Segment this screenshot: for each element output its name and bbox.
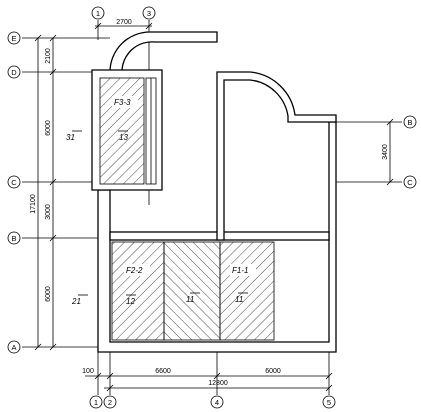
left-axis-markers: E D C B A bbox=[7, 31, 21, 354]
axis-marker-top-1 bbox=[91, 6, 105, 20]
axis-marker-a bbox=[7, 340, 21, 354]
right-axis-markers: B C bbox=[403, 115, 417, 189]
axis-marker-right-b bbox=[403, 115, 417, 129]
dim-left-1: 2100 bbox=[45, 48, 52, 64]
axis-label-bottom-1: 1 bbox=[94, 398, 98, 407]
axis-label-b: B bbox=[11, 234, 16, 243]
label-section-11b: 11 bbox=[235, 295, 243, 304]
zone-middle bbox=[163, 241, 221, 341]
label-section-21: 21 bbox=[71, 297, 81, 306]
axis-marker-c bbox=[7, 175, 21, 189]
label-f3-3: F3-3 bbox=[114, 98, 131, 107]
axis-label-d: D bbox=[11, 68, 17, 77]
axis-label-a: A bbox=[11, 343, 16, 352]
axis-marker-e bbox=[7, 31, 21, 45]
label-section-13: 13 bbox=[119, 133, 128, 142]
label-f1-1: F1-1 bbox=[232, 266, 248, 275]
axis-marker-top-3 bbox=[142, 6, 156, 20]
dim-bottom-total: 12800 bbox=[208, 380, 228, 387]
label-section-31: 31 bbox=[66, 133, 75, 142]
axis-label-top-3: 3 bbox=[147, 9, 151, 18]
dim-left-total: 17100 bbox=[30, 194, 37, 214]
axis-label-bottom-2: 2 bbox=[108, 398, 112, 407]
bottom-axis-markers: 1 2 4 5 bbox=[89, 395, 336, 409]
label-f2-2: F2-2 bbox=[126, 266, 143, 275]
axis-label-c: C bbox=[11, 178, 17, 187]
dim-left-2: 6000 bbox=[45, 120, 52, 136]
axis-marker-right-c bbox=[403, 175, 417, 189]
axis-marker-bottom-4 bbox=[210, 395, 224, 409]
dim-top-width: 2700 bbox=[116, 19, 132, 26]
right-arc-wall bbox=[216, 71, 337, 241]
dim-bottom-1: 6600 bbox=[155, 368, 171, 375]
axis-marker-bottom-1 bbox=[89, 395, 103, 409]
axis-label-right-c: C bbox=[407, 178, 413, 187]
axis-label-bottom-4: 4 bbox=[215, 398, 219, 407]
top-axis-markers: 1 3 bbox=[91, 6, 156, 20]
zone-labels: F3-3 13 31 F2-2 F1-1 12 11 11 21 bbox=[66, 96, 256, 306]
dim-bottom-2: 6000 bbox=[265, 368, 281, 375]
axis-label-top-1: 1 bbox=[96, 9, 100, 18]
label-section-12: 12 bbox=[126, 297, 135, 306]
label-section-11a: 11 bbox=[186, 295, 194, 304]
dim-left-3: 3000 bbox=[45, 204, 52, 220]
dim-right: 3400 bbox=[382, 144, 389, 160]
hatched-zones bbox=[99, 77, 275, 341]
dim-left-4: 6000 bbox=[45, 286, 52, 302]
zone-f2-2 bbox=[111, 241, 165, 341]
dimension-lines: 2700 2100 6000 3000 6000 17100 3400 100 … bbox=[30, 19, 394, 392]
axis-marker-b bbox=[7, 231, 21, 245]
axis-label-bottom-5: 5 bbox=[327, 398, 331, 407]
axis-marker-bottom-2 bbox=[103, 395, 117, 409]
axis-marker-d bbox=[7, 65, 21, 79]
top-arc-wall bbox=[109, 31, 218, 73]
axis-marker-bottom-5 bbox=[322, 395, 336, 409]
axis-label-e: E bbox=[11, 34, 16, 43]
dim-bottom-left: 100 bbox=[82, 368, 94, 375]
zone-f1-1 bbox=[219, 241, 275, 341]
axis-label-right-b: B bbox=[407, 118, 412, 127]
